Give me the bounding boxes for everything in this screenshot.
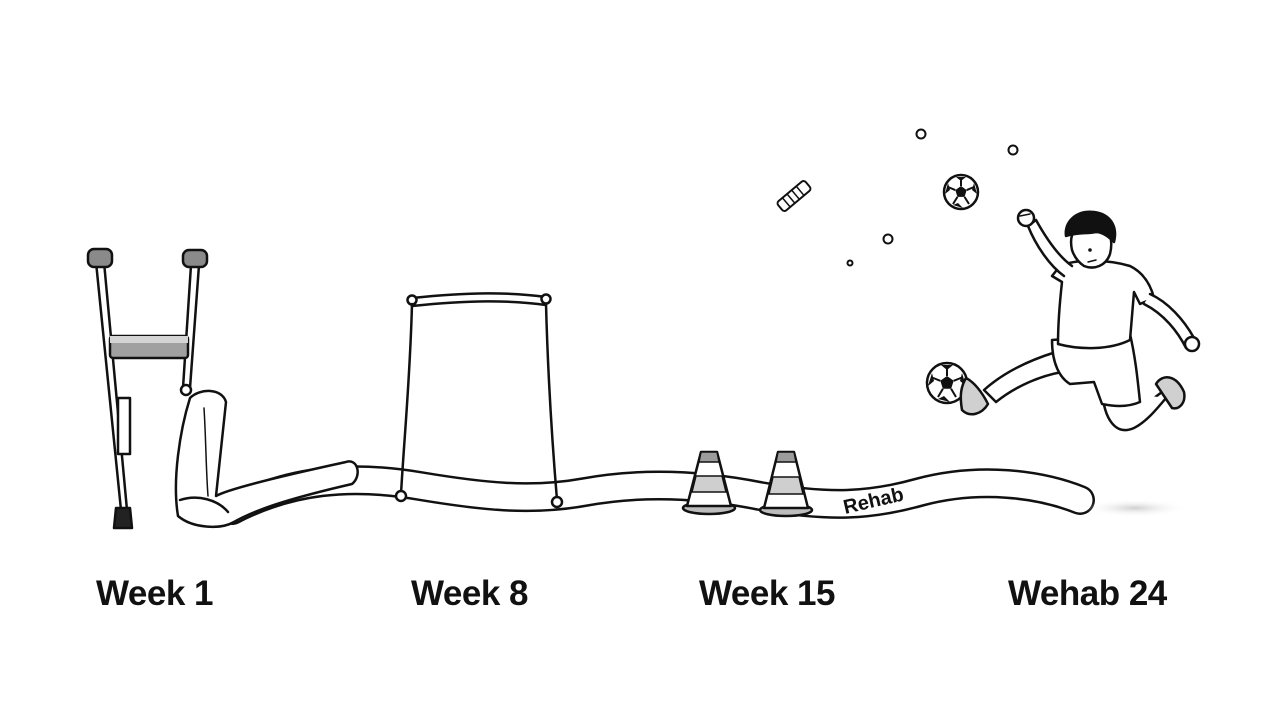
cone-icon [758,450,814,518]
bubble-icon [915,128,927,140]
bandage-icon [776,180,812,212]
bubble-icon [882,233,894,245]
milestone-label-week-1: Week 1 [96,574,214,613]
bubble-icon [846,259,854,267]
rehab-path: Rehab [217,465,1095,525]
bubble-icon [1007,144,1019,156]
milestone-label-week-8: Week 8 [411,574,529,613]
crutch-and-leg-cast-icon [86,247,359,530]
resistance-band-frame-icon [394,292,564,509]
cone-icon [681,450,737,516]
ground-shadow [1083,499,1187,517]
milestone-label-week-24: Wehab 24 [1008,574,1167,613]
floating-decorations [776,128,1019,267]
training-cones-icon [681,450,814,518]
milestone-label-week-15: Week 15 [699,574,835,613]
soccer-ball-icon [942,173,980,211]
soccer-player-kicking-icon [959,208,1201,432]
